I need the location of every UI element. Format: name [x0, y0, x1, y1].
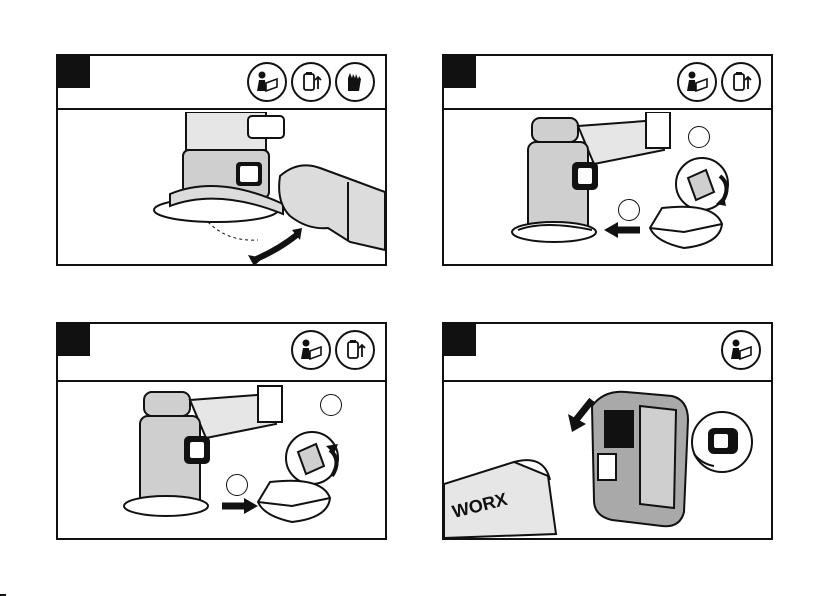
manual-icon: [721, 330, 761, 370]
callout-1: [320, 394, 342, 416]
instruction-panel-2: [442, 54, 773, 266]
callout-2: [618, 199, 640, 221]
manual-icon: [247, 62, 287, 102]
step-number-box: [58, 56, 90, 88]
header-divider: [58, 108, 385, 110]
battery-remove-icon: [291, 62, 331, 102]
header-divider: [444, 108, 771, 110]
header-divider: [444, 380, 771, 382]
callout-2: [226, 474, 248, 496]
battery-remove-icon: [335, 330, 375, 370]
battery-insert-illustration: WORX: [444, 384, 771, 538]
icon-row: [247, 62, 375, 102]
grinder-guard-adjust-illustration: [58, 112, 385, 264]
callout-1: [688, 126, 710, 148]
guard-remove-illustration: [444, 112, 771, 264]
gloves-icon: [335, 62, 375, 102]
manual-icon: [677, 62, 717, 102]
icon-row: [677, 62, 761, 102]
icon-row: [291, 330, 375, 370]
instruction-panel-1: [56, 54, 387, 266]
header-divider: [58, 380, 385, 382]
manual-icon: [291, 330, 331, 370]
instruction-panel-4: WORX: [442, 322, 773, 540]
step-number-box: [58, 324, 90, 356]
step-number-box: [444, 324, 476, 356]
instruction-panel-3: [56, 322, 387, 540]
battery-remove-icon: [721, 62, 761, 102]
icon-row: [721, 330, 761, 370]
step-number-box: [444, 56, 476, 88]
